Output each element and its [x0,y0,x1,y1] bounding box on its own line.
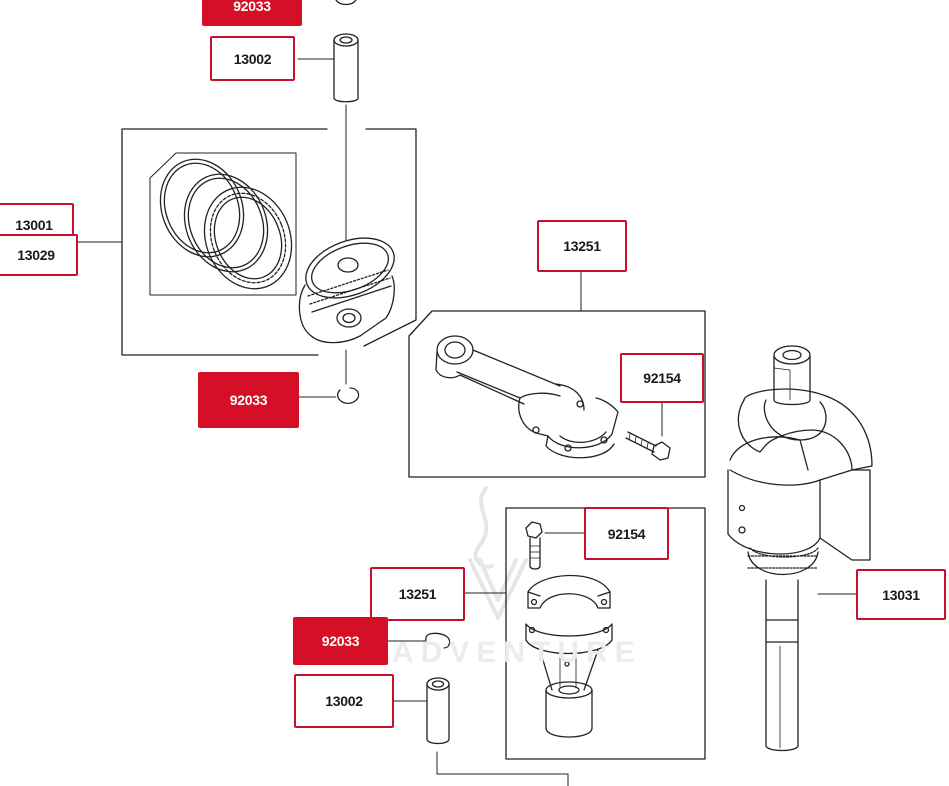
rod-cap-upper-icon [545,397,619,459]
piston-group-bracket [121,128,417,356]
part-callout-92033-lower[interactable]: 92033 [293,617,388,665]
part-callout-13002-top[interactable]: 13002 [210,36,295,81]
circlip-top-icon [335,0,357,6]
crankshaft-icon [727,345,873,752]
piston-ring-set-icon [149,152,297,296]
part-callout-13002-lower[interactable]: 13002 [294,674,394,728]
part-callout-92033-top[interactable]: 92033 [202,0,302,26]
piston-pin-lower-icon [426,677,450,745]
part-callout-13251-lower[interactable]: 13251 [370,567,465,621]
watermark-logo-icon [468,486,528,620]
rod-cap-lower-icon [527,574,611,609]
part-callout-92154-top[interactable]: 92154 [620,353,704,403]
leader-lines [77,58,857,786]
connecting-rod-lower-icon [525,623,613,738]
circlip-lower-icon [425,632,451,649]
connecting-rod-group-box [408,310,706,478]
part-callout-13031[interactable]: 13031 [856,569,946,620]
part-callout-13251-top[interactable]: 13251 [537,220,627,272]
piston-pin-upper-icon [333,33,359,103]
part-callout-92033-mid[interactable]: 92033 [198,372,299,428]
circlip-mid-icon [337,387,360,405]
bolt-upper-icon [625,431,671,461]
connecting-rod-icon [435,335,585,437]
piston-icon [298,237,395,344]
part-callout-13029[interactable]: 13029 [0,234,78,276]
part-callout-92154-lower[interactable]: 92154 [584,507,669,560]
bolt-lower-icon [525,521,543,570]
